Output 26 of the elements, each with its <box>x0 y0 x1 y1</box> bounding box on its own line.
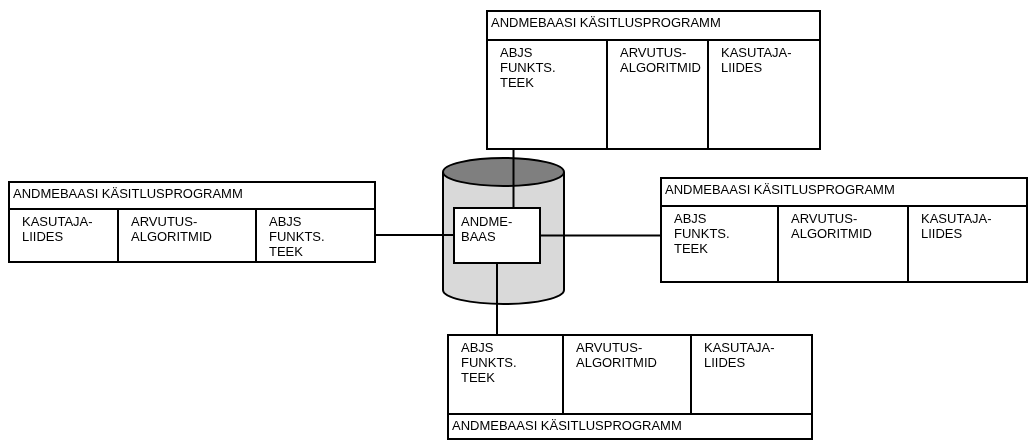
cell-text: ARVUTUS- ALGORITMID <box>576 340 657 370</box>
program-box <box>660 177 1028 283</box>
connector-line <box>496 263 498 335</box>
cell-text: ARVUTUS- ALGORITMID <box>620 45 701 75</box>
program-heading: ANDMEBAASI KÄSITLUSPROGRAMM <box>452 418 682 433</box>
cell-text: ARVUTUS- ALGORITMID <box>131 214 212 244</box>
cell-text: ARVUTUS- ALGORITMID <box>791 211 872 241</box>
program-heading: ANDMEBAASI KÄSITLUSPROGRAMM <box>13 186 243 201</box>
program-box <box>486 10 821 150</box>
program-heading: ANDMEBAASI KÄSITLUSPROGRAMM <box>491 15 721 30</box>
program-heading: ANDMEBAASI KÄSITLUSPROGRAMM <box>665 182 895 197</box>
cell-text: KASUTAJA- LIIDES <box>22 214 93 244</box>
cell-text: KASUTAJA- LIIDES <box>721 45 792 75</box>
cell-text: ABJS FUNKTS. TEEK <box>674 211 730 256</box>
cell-text: KASUTAJA- LIIDES <box>704 340 775 370</box>
cell-text: ANDME- BAAS <box>461 214 513 244</box>
cell-text: ABJS FUNKTS. TEEK <box>269 214 325 259</box>
database-box <box>453 207 541 264</box>
connector-line <box>540 234 661 237</box>
cell-text: ABJS FUNKTS. TEEK <box>500 45 556 90</box>
connector-line <box>512 149 515 208</box>
program-box <box>8 181 376 263</box>
connector-line <box>375 234 454 236</box>
cell-text: KASUTAJA- LIIDES <box>921 211 992 241</box>
cell-text: ABJS FUNKTS. TEEK <box>461 340 517 385</box>
program-box <box>447 334 813 440</box>
